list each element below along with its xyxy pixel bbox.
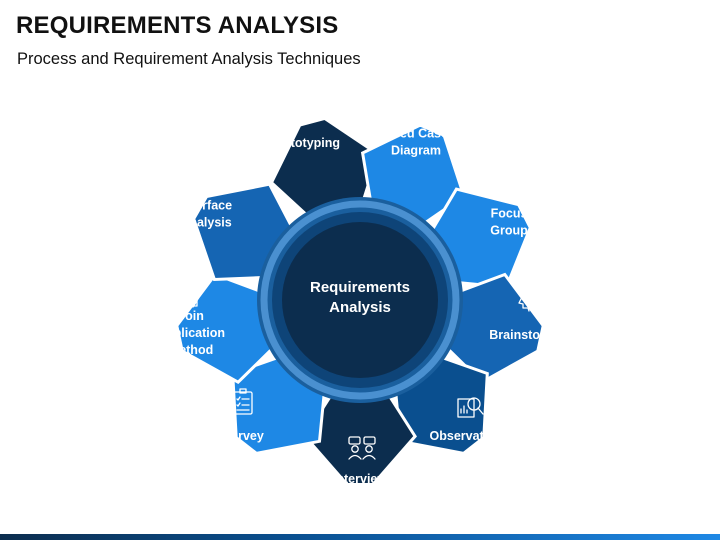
ring-band <box>260 200 460 400</box>
technique-label-join-application-method: Method <box>169 343 213 357</box>
technique-label-join-application-method: Join <box>178 309 204 323</box>
code-monitor-gear-icon <box>293 97 319 121</box>
technique-label-brainstorming: Brainstorming <box>489 328 574 342</box>
brain-head-icon <box>518 287 544 312</box>
bottom-accent-bar <box>0 534 720 540</box>
technique-label-join-application-method: Application <box>157 326 225 340</box>
document-pen-icon <box>180 283 204 308</box>
group-people-icon <box>495 177 523 201</box>
technique-label-used-case-diagram: Diagram <box>391 144 441 158</box>
center-label-line: Analysis <box>329 299 391 316</box>
technique-label-survey: Survey <box>222 429 264 443</box>
technique-label-interface-analysis: Analysis <box>180 216 231 230</box>
monitor-chart-icon <box>193 165 219 187</box>
technique-label-prototyping: Prototyping <box>270 136 340 150</box>
interview-people-icon <box>348 436 376 460</box>
page-title: REQUIREMENTS ANALYSIS <box>16 12 339 39</box>
diagram-tools-icon <box>403 91 429 116</box>
center-label-line: Requirements <box>310 279 410 296</box>
technique-label-interview: Interview <box>333 472 387 486</box>
center-circle <box>282 222 438 378</box>
technique-label-focus-group: Group <box>490 224 528 238</box>
checklist-icon <box>233 388 253 415</box>
technique-label-observation: Observation <box>430 429 503 443</box>
technique-label-used-case-diagram: Used Case <box>384 127 448 141</box>
page-subtitle: Process and Requirement Analysis Techniq… <box>17 50 361 68</box>
magnifier-chart-icon <box>457 397 484 418</box>
technique-label-focus-group: Focus <box>491 207 528 221</box>
technique-label-interface-analysis: Interface <box>180 199 232 213</box>
